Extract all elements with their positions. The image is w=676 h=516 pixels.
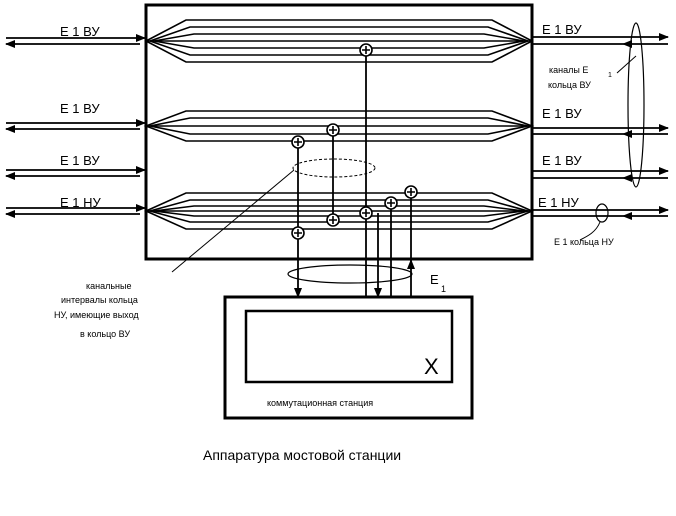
switching-station-display (244, 309, 454, 384)
note-line-4: в кольцо ВУ (80, 329, 130, 339)
note-leader (171, 169, 295, 273)
note-line-3: НУ, имеющие выход (54, 310, 139, 320)
note-line-1: канальные (86, 281, 132, 291)
node-mid-b (291, 135, 305, 149)
node-mid-a (326, 123, 340, 137)
label-right-e1vu-3: Е 1 ВУ (542, 153, 582, 168)
ring-bundle-top (144, 19, 534, 63)
node-bot-b (291, 226, 305, 240)
label-e1-sub: 1 (441, 284, 446, 294)
callout-leader-nu (579, 221, 601, 241)
note-line-2: интервалы кольца (61, 295, 138, 305)
ring-bundle-bottom (144, 192, 534, 230)
label-left-e1vu-2: Е 1 ВУ (60, 101, 100, 116)
label-kanaly-2: кольца ВУ (548, 80, 591, 90)
label-left-e1nu: Е 1 НУ (60, 195, 102, 210)
label-kanaly-1: каналы Е (549, 65, 588, 75)
label-callout-1: 1 (608, 72, 612, 79)
node-bot-a (326, 213, 340, 227)
label-right-e1vu-1: Е 1 ВУ (542, 22, 582, 37)
label-left-e1vu-3: Е 1 ВУ (60, 153, 100, 168)
label-left-e1vu-1: Е 1 ВУ (60, 24, 100, 39)
label-right-e1nu: Е 1 НУ (538, 195, 580, 210)
e1-bundle-ellipse (287, 264, 413, 284)
node-top (359, 43, 373, 57)
nu-channel-ellipse (595, 203, 609, 223)
cross-connect-nodes (291, 43, 418, 240)
left-arrowheads-in (136, 34, 146, 212)
right-io-lines (532, 33, 669, 217)
node-bot-c (359, 206, 373, 220)
switching-station-caption: коммутационная станция (267, 398, 373, 408)
callout-leader-1 (616, 55, 637, 74)
left-io-lines (5, 37, 146, 218)
channel-interval-ellipse (292, 158, 376, 178)
diagram-title: Аппаратура мостовой станции (203, 447, 401, 463)
upper-channels-ellipse (627, 22, 645, 188)
right-arrowheads-in (622, 40, 632, 220)
label-e1-kolca-nu: Е 1 кольца НУ (554, 237, 614, 247)
main-equipment-box (144, 3, 534, 261)
label-e1: Е (430, 272, 439, 287)
switch-symbol: Х (424, 354, 439, 379)
ring-bundle-middle (143, 110, 535, 142)
node-bot-d (384, 196, 398, 210)
node-bot-e (404, 185, 418, 199)
label-right-e1vu-2: Е 1 ВУ (542, 106, 582, 121)
switching-station-box (223, 295, 474, 420)
